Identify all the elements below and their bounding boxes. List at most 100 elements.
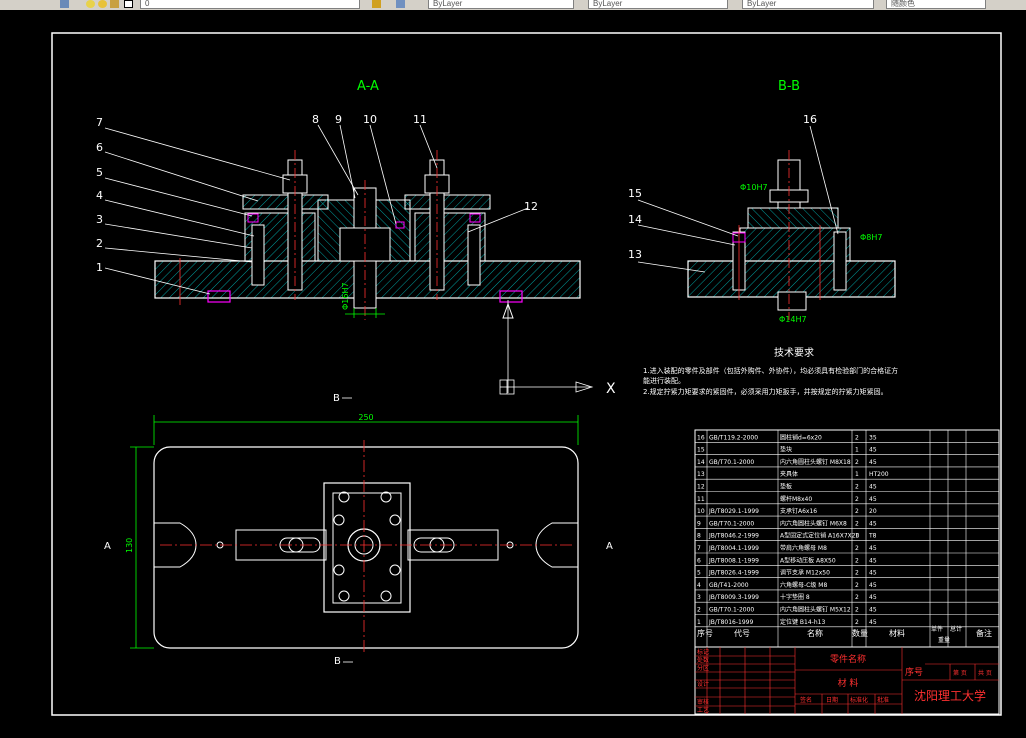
color-swatch-icon[interactable] (124, 0, 133, 8)
bom-cell-qty: 2 (855, 520, 859, 527)
bom-cell-qty: 2 (855, 545, 859, 552)
layer-dropdown[interactable]: 0 (140, 0, 360, 9)
bom-cell-name: A型固定式定位销 A16X7X20 (780, 532, 860, 540)
callout-14: 14 (628, 213, 642, 226)
bom-cell-name: 螺杆M8x40 (780, 495, 812, 503)
bom-cell-qty: 1 (855, 533, 859, 540)
bom-cell-code: JB/T8016-1999 (708, 619, 753, 626)
bom-cell-material: 45 (869, 520, 877, 527)
bom-cell-name: 内六角圆柱头螺钉 M8X18 (780, 458, 851, 466)
bom-cell-name: 内六角圆柱头螺钉 M6X8 (780, 519, 847, 527)
lineweight-dropdown[interactable]: ByLayer (742, 0, 874, 9)
bom-cell-name: 支承钉A6x16 (780, 507, 817, 515)
dim-bore-bb-bottom: Φ14H7 (779, 315, 807, 324)
bom-cell-qty: 2 (855, 582, 859, 589)
tech-req-line-1: 1.进入装配的零件及部件（包括外购件、外协件），均必须具有检验部门的合格证方 (643, 366, 898, 375)
bom-cell-name: 夹具体 (780, 470, 798, 478)
bom-cell-no: 9 (697, 520, 701, 527)
callout-6: 6 (96, 141, 103, 154)
tb-left-cell-3: 分区 (697, 664, 709, 672)
make-current-icon[interactable] (372, 0, 381, 8)
lock-icon[interactable] (110, 0, 119, 8)
bom-cell-material: 35 (869, 434, 877, 441)
layer-icon[interactable] (60, 0, 69, 8)
bom-header-total: 总计 (950, 625, 962, 633)
tb-small-cell-3: 标准化 (850, 696, 868, 704)
bom-cell-no: 5 (697, 570, 701, 577)
callout-16: 16 (803, 113, 817, 126)
bom-header-code: 代号 (734, 628, 750, 638)
plan-view: B B 250 130 A A (104, 393, 613, 667)
view-marker-b-bottom: B (334, 656, 341, 667)
sun-icon[interactable] (98, 0, 107, 8)
bom-cell-code: JB/T8008.1-1999 (708, 557, 759, 564)
bom-cell-qty: 2 (855, 459, 859, 466)
dim-bore-bb-side: Φ8H7 (860, 233, 883, 242)
bom-cell-name: 内六角圆柱头螺钉 M5X12 (780, 606, 851, 614)
bom-cell-material: 45 (869, 557, 877, 564)
bom-cell-no: 1 (697, 619, 701, 626)
bom-cell-qty: 2 (855, 594, 859, 601)
cad-toolbar: 0 ByLayer ByLayer ByLayer 随颜色 (0, 0, 1026, 11)
drawing-canvas[interactable]: A-A Φ16H7 (0, 10, 1026, 734)
bom-header-remark: 备注 (976, 628, 992, 638)
tech-req-line-2: 能进行装配。 (643, 376, 685, 385)
bom-cell-name: 调节支承 M12x50 (780, 569, 830, 577)
plotstyle-dropdown[interactable]: 随颜色 (886, 0, 986, 9)
bom-cell-qty: 2 (855, 508, 859, 515)
tech-req-line-3: 2.规定拧紧力矩要求的紧固件，必须采用力矩扳手，并按规定的拧紧力矩紧固。 (643, 387, 888, 396)
bom-cell-no: 13 (697, 471, 705, 478)
drawing-frame (51, 32, 1002, 716)
bom-cell-code: GB/T70.1-2000 (709, 459, 754, 466)
bom-cell-no: 14 (697, 459, 705, 466)
bom-cell-material: T8 (868, 533, 877, 540)
bom-cell-material: 45 (869, 459, 877, 466)
section-bb-view: B-B Φ10H7 Φ8H7 Φ14H7 13 14 15 16 (628, 79, 896, 324)
callout-7: 7 (96, 116, 103, 129)
bom-cell-material: 45 (869, 484, 877, 491)
bulb-icon[interactable] (86, 0, 95, 8)
bom-cell-name: 十字垫圈 8 (780, 593, 810, 601)
material-label: 材 料 (838, 677, 859, 689)
dim-height: 130 (125, 538, 134, 553)
tb-left-cell-6: 工艺 (697, 706, 709, 714)
view-marker-b-top: B (333, 393, 340, 404)
callout-2: 2 (96, 237, 103, 250)
tech-req-title: 技术要求 (774, 346, 814, 359)
bom-cell-code: JB/T8026.4-1999 (708, 570, 759, 577)
layer-previous-icon[interactable] (396, 0, 405, 8)
bom-header-name: 名称 (807, 628, 823, 638)
section-aa-view: A-A Φ16H7 (96, 79, 581, 393)
callout-3: 3 (96, 213, 103, 226)
callout-13: 13 (628, 248, 642, 261)
dim-bore-bb-top: Φ10H7 (740, 183, 768, 192)
bom-cell-qty: 2 (855, 570, 859, 577)
bom-cell-no: 4 (697, 582, 701, 589)
bom-cell-no: 16 (697, 434, 705, 441)
bom-header-single: 单件 (931, 625, 943, 633)
bom-cell-no: 7 (697, 545, 701, 552)
tb-left-cell-2: 处数 (697, 656, 709, 664)
dim-length: 250 (358, 413, 373, 422)
callout-15: 15 (628, 187, 642, 200)
bom-cell-material: 45 (869, 607, 877, 614)
linetype-dropdown[interactable]: ByLayer (588, 0, 728, 9)
bom-cell-material: 45 (869, 545, 877, 552)
tb-left-cell-4: 设计 (697, 680, 709, 688)
color-dropdown[interactable]: ByLayer (428, 0, 574, 9)
bom-cell-qty: 2 (855, 607, 859, 614)
part-name-label: 零件名称 (830, 653, 866, 665)
tb-sheet-cell-2: 共 页 (978, 669, 992, 677)
dim-bore-aa: Φ16H7 (341, 282, 350, 310)
bom-cell-no: 11 (697, 496, 705, 503)
bom-cell-material: HT200 (869, 471, 889, 478)
bom-cell-code: JB/T8004.1-1999 (708, 545, 759, 552)
tb-small-cell-2: 日期 (826, 696, 838, 704)
bom-cell-qty: 2 (855, 619, 859, 626)
bom-header-no: 序号 (697, 628, 713, 638)
section-aa-title: A-A (357, 79, 379, 94)
bom-cell-no: 2 (697, 607, 701, 614)
section-bb-title: B-B (778, 79, 800, 94)
bom-cell-qty: 2 (855, 484, 859, 491)
bom-cell-name: A型移动压板 A8X50 (780, 556, 836, 564)
